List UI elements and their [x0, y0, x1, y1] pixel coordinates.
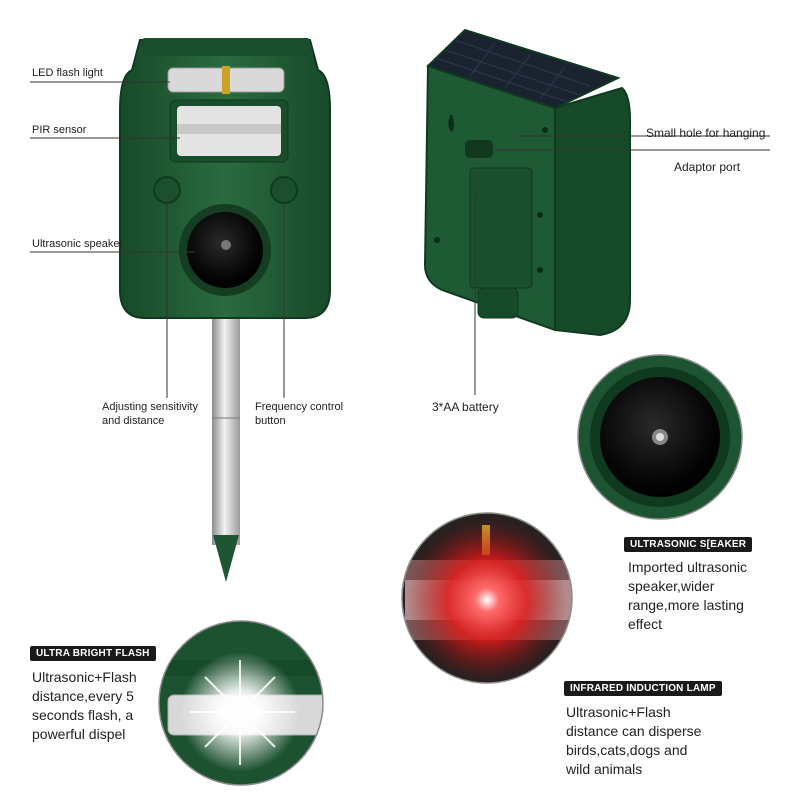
front-speaker: [187, 212, 263, 288]
flash-description: Ultrasonic+Flash distance,every 5 second…: [32, 668, 137, 744]
battery-label: 3*AA battery: [432, 400, 499, 414]
flash-desc-line: Ultrasonic+Flash: [32, 669, 137, 685]
infrared-desc-line: Ultrasonic+Flash: [566, 704, 671, 720]
speaker-desc-line: speaker,wider: [628, 578, 715, 594]
infrared-description: Ultrasonic+Flash distance can disperse b…: [566, 703, 701, 779]
infrared-desc-line: distance can disperse: [566, 723, 702, 739]
speaker-closeup: [578, 355, 742, 519]
freq-line-2: button: [255, 415, 286, 427]
stake-tip: [213, 535, 239, 582]
speaker-desc-line: Imported ultrasonic: [628, 559, 748, 575]
frequency-button: [270, 176, 298, 204]
adjust-sensitivity-label: Adjusting sensitivity and distance: [102, 400, 198, 428]
adaptor-port: [465, 140, 493, 158]
adaptor-port-label: Adaptor port: [674, 160, 741, 174]
adjust-line-1: Adjusting sensitivity: [102, 401, 198, 413]
back-device: [423, 28, 631, 337]
hanging-hole: [448, 115, 454, 132]
sensitivity-knob: [153, 176, 181, 204]
battery-cover: [469, 167, 533, 289]
flash-desc-line: powerful dispel: [32, 726, 126, 742]
ultrasonic-speaker-label: Ultrasonic speaker: [32, 238, 124, 250]
flash-desc-line: distance,every 5: [32, 688, 134, 704]
solar-panel: [426, 28, 621, 110]
front-device: [119, 38, 331, 582]
flash-badge: ULTRA BRIGHT FLASH: [30, 646, 156, 661]
freq-line-1: Frequency control: [255, 401, 344, 413]
infrared-closeup: [402, 513, 572, 683]
speaker-desc-line: effect: [628, 616, 662, 632]
adjust-line-2: and distance: [102, 415, 165, 427]
flash-desc-line: seconds flash, a: [32, 707, 134, 723]
stake: [212, 315, 240, 545]
led-flash-label: LED flash light: [32, 67, 103, 79]
frequency-control-label: Frequency control button: [255, 400, 343, 428]
infrared-badge: INFRARED INDUCTION LAMP: [564, 681, 722, 696]
flash-closeup: [159, 621, 323, 785]
speaker-description: Imported ultrasonic speaker,wider range,…: [628, 558, 747, 634]
infrared-desc-line: wild animals: [566, 761, 643, 777]
hanging-hole-label: Small hole for hanging: [646, 126, 766, 140]
pir-sensor-label: PIR sensor: [32, 124, 87, 136]
callout-lines: [30, 81, 770, 398]
speaker-badge: ULTRASONIC S[EAKER: [624, 537, 753, 552]
speaker-desc-line: range,more lasting: [628, 597, 744, 613]
infrared-desc-line: birds,cats,dogs and: [566, 742, 688, 758]
